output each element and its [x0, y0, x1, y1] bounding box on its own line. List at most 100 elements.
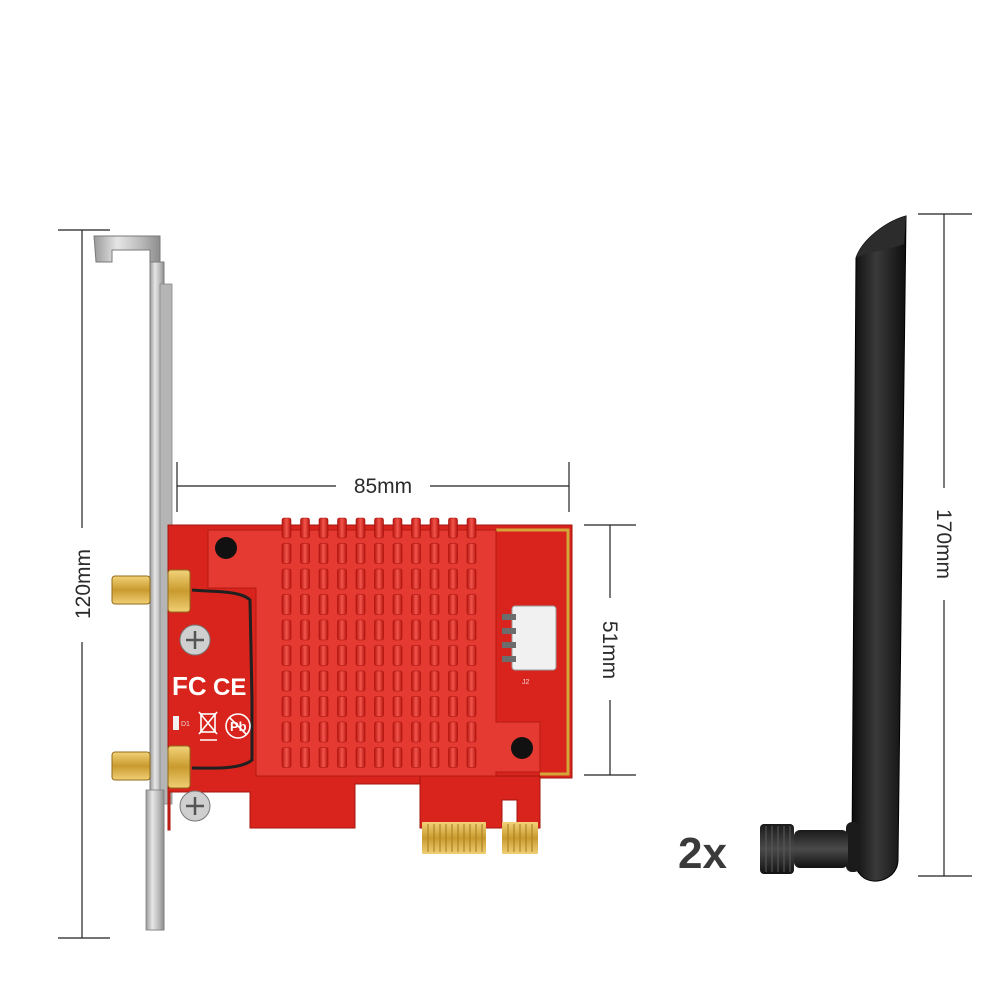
heatsink-fin	[374, 696, 384, 717]
antenna-quantity-label: 2x	[678, 829, 727, 878]
heatsink-fin	[281, 696, 292, 717]
heatsink-fin	[337, 568, 347, 590]
heatsink-fin	[392, 747, 403, 768]
heatsink-fin	[466, 696, 477, 717]
heatsink-fin	[392, 721, 403, 743]
heatsink-fin	[411, 645, 421, 666]
connector-pin-2	[502, 628, 516, 634]
heatsink-fin	[448, 517, 458, 539]
led-label: D1	[181, 721, 190, 728]
heatsink-fin	[374, 645, 384, 666]
heatsink	[207, 517, 541, 777]
screw-lower	[179, 790, 211, 822]
heatsink-fin	[392, 594, 403, 615]
heatsink-fin	[355, 747, 366, 768]
heatsink-fin	[318, 645, 329, 666]
heatsink-fin	[411, 721, 421, 743]
antenna	[760, 215, 907, 882]
heatsink-fin	[466, 517, 477, 539]
heatsink-fin	[355, 696, 366, 717]
heatsink-fin	[281, 543, 292, 564]
heatsink-fin	[429, 568, 440, 590]
heatsink-fin	[374, 721, 384, 743]
heatsink-fin	[448, 543, 458, 564]
heatsink-fin	[374, 543, 384, 564]
heatsink-fin	[448, 696, 458, 717]
sma-thread-lower	[111, 751, 151, 781]
cable-upper	[191, 588, 254, 701]
heatsink-fin	[448, 619, 458, 641]
heatsink-fin	[411, 543, 421, 564]
heatsink-fin	[429, 721, 440, 743]
heatsink-fin	[300, 645, 310, 666]
heatsink-fin	[337, 670, 347, 692]
ce-mark: CE	[213, 674, 246, 701]
heatsink-fin	[429, 670, 440, 692]
heatsink-fin	[355, 619, 366, 641]
heatsink-fin	[318, 721, 329, 743]
heatsink-fin	[300, 747, 310, 768]
heatsink-fin	[355, 568, 366, 590]
sma-nut-upper	[167, 569, 191, 613]
pcb-connector-tab	[355, 775, 541, 829]
certification-marks: FC CE D1 Pb	[172, 671, 251, 741]
fcc-mark: FC	[172, 671, 207, 701]
antenna-length-label: 170mm	[932, 509, 955, 579]
heatsink-fin	[374, 619, 384, 641]
heatsink-fin	[429, 619, 440, 641]
heatsink-fin	[392, 645, 403, 666]
connector-pin-4	[502, 656, 516, 662]
heatsink-fin	[281, 594, 292, 615]
dimension-antenna-length	[918, 213, 972, 877]
heatsink-fin	[300, 568, 310, 590]
heatsink-fin	[411, 594, 421, 615]
heatsink-fin	[411, 568, 421, 590]
antenna-joint	[846, 822, 860, 872]
heatsink-base	[207, 529, 541, 777]
heatsink-fin	[466, 645, 477, 666]
heatsink-fin	[448, 645, 458, 666]
heatsink-fin	[429, 594, 440, 615]
heatsink-fin	[318, 543, 329, 564]
heatsink-fin	[337, 594, 347, 615]
pcie-gold-pins	[422, 822, 538, 854]
heatsink-fin	[355, 721, 366, 743]
header-connector: J2	[502, 605, 557, 686]
heatsink-fin	[448, 670, 458, 692]
heatsink-fin	[281, 747, 292, 768]
heatsink-fin	[448, 568, 458, 590]
heatsink-fin	[466, 594, 477, 615]
heatsink-fin	[374, 670, 384, 692]
bracket-lower-flange	[145, 789, 165, 931]
heatsink-fin	[281, 517, 292, 539]
heatsink-fin	[355, 517, 366, 539]
heatsink-fin	[318, 696, 329, 717]
heatsink-fin	[355, 670, 366, 692]
heatsink-fin	[429, 696, 440, 717]
heatsink-fin	[337, 747, 347, 768]
heatsink-fin	[281, 568, 292, 590]
connector-housing	[511, 605, 557, 671]
heatsink-fin	[392, 543, 403, 564]
dimension-bracket-height	[58, 229, 110, 939]
heatsink-fin	[300, 543, 310, 564]
heatsink-fin	[355, 594, 366, 615]
heatsink-fin	[300, 721, 310, 743]
card-width-label: 85mm	[354, 475, 412, 498]
heatsink-fin	[448, 747, 458, 768]
heatsink-fin	[466, 619, 477, 641]
heatsink-fin	[392, 619, 403, 641]
bracket-height-label: 120mm	[72, 549, 95, 619]
heatsink-fin	[374, 568, 384, 590]
antenna-cables	[191, 588, 254, 770]
heatsink-fin	[411, 619, 421, 641]
heatsink-fin	[429, 543, 440, 564]
heatsink-fin	[318, 594, 329, 615]
heatsink-fin	[300, 696, 310, 717]
heatsink-fin	[392, 670, 403, 692]
antenna-top-cap	[856, 216, 906, 258]
heatsink-fin	[466, 543, 477, 564]
weee-bin-icon	[198, 711, 218, 741]
heatsink-fin	[392, 568, 403, 590]
